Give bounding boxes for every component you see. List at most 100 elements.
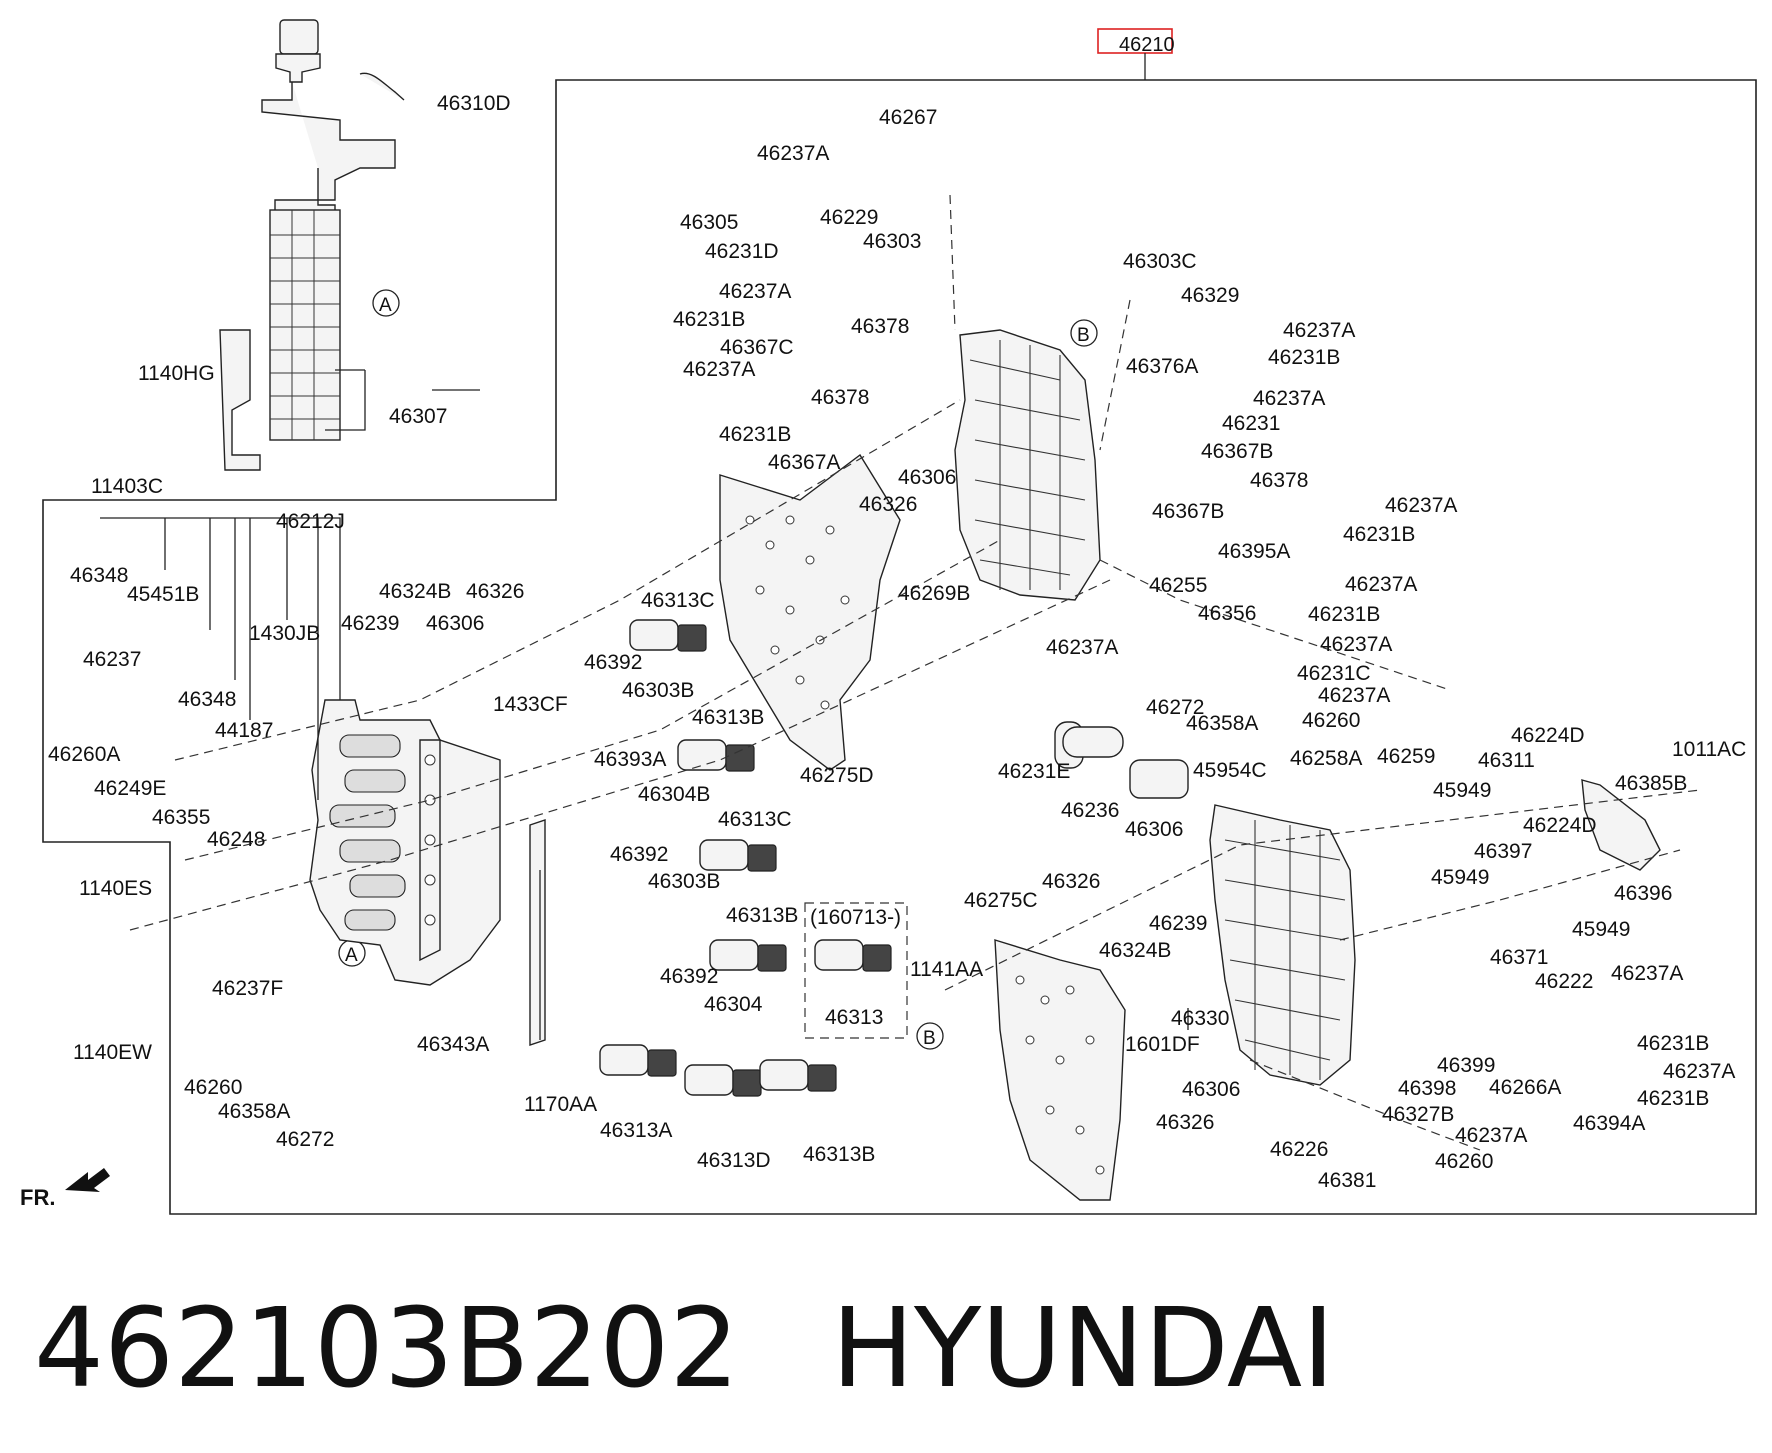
part-label[interactable]: 46226 xyxy=(1270,1138,1328,1161)
callout-b-bottom[interactable]: B xyxy=(916,1022,944,1050)
part-label[interactable]: 46231B xyxy=(719,423,791,446)
part-label[interactable]: 46396 xyxy=(1614,882,1672,905)
part-label[interactable]: 46313A xyxy=(600,1119,672,1142)
part-label[interactable]: 1601DF xyxy=(1125,1033,1200,1056)
part-label[interactable]: 46348 xyxy=(178,688,236,711)
part-label[interactable]: 46260 xyxy=(1302,709,1360,732)
part-label[interactable]: 1140EW xyxy=(73,1041,152,1064)
part-label[interactable]: 46267 xyxy=(879,106,937,129)
part-label[interactable]: 46260 xyxy=(1435,1150,1493,1173)
part-label[interactable]: 46324B xyxy=(379,580,451,603)
part-label[interactable]: 46367C xyxy=(720,336,794,359)
part-label[interactable]: 46237A xyxy=(757,142,829,165)
part-label[interactable]: 46376A xyxy=(1126,355,1198,378)
part-label[interactable]: 46237A xyxy=(1320,633,1392,656)
part-label[interactable]: 46237 xyxy=(83,648,141,671)
part-label[interactable]: 46260 xyxy=(184,1076,242,1099)
part-label[interactable]: 46237A xyxy=(719,280,791,303)
part-label[interactable]: 46272 xyxy=(276,1128,334,1151)
assembly-reference[interactable]: 46210 xyxy=(1097,28,1175,56)
callout-a-top[interactable]: A xyxy=(372,289,400,317)
part-label[interactable]: 46343A xyxy=(417,1033,489,1056)
callout-a-bottom[interactable]: A xyxy=(338,939,366,967)
part-label[interactable]: 46307 xyxy=(389,405,447,428)
part-label[interactable]: 46330 xyxy=(1171,1007,1229,1030)
part-label[interactable]: 46303B xyxy=(622,679,694,702)
part-label[interactable]: 46272 xyxy=(1146,696,1204,719)
part-label[interactable]: 46399 xyxy=(1437,1054,1495,1077)
part-label[interactable]: 46326 xyxy=(859,493,917,516)
part-label[interactable]: 46237A xyxy=(1611,962,1683,985)
part-label[interactable]: 46393A xyxy=(594,748,666,771)
part-label[interactable]: 45949 xyxy=(1572,918,1630,941)
part-label[interactable]: 46397 xyxy=(1474,840,1532,863)
part-label[interactable]: 46398 xyxy=(1398,1077,1456,1100)
part-label[interactable]: 46355 xyxy=(152,806,210,829)
part-label[interactable]: 46305 xyxy=(680,211,738,234)
part-label[interactable]: 46367A xyxy=(768,451,840,474)
part-label[interactable]: 45954C xyxy=(1193,759,1267,782)
part-label[interactable]: 46237A xyxy=(1318,684,1390,707)
part-label[interactable]: 46326 xyxy=(1042,870,1100,893)
part-label[interactable]: 46395A xyxy=(1218,540,1290,563)
part-label[interactable]: 46324B xyxy=(1099,939,1171,962)
part-label[interactable]: 46304 xyxy=(704,993,763,1016)
part-label[interactable]: 46231D xyxy=(705,240,779,263)
part-label[interactable]: 46229 xyxy=(820,206,878,229)
part-label[interactable]: 46392 xyxy=(660,965,718,988)
part-label[interactable]: 46266A xyxy=(1489,1076,1561,1099)
part-label[interactable]: 11403C xyxy=(91,475,163,498)
part-label[interactable]: 46260A xyxy=(48,743,120,766)
part-label[interactable]: 46303 xyxy=(863,230,921,253)
part-label[interactable]: 46231B xyxy=(1308,603,1380,626)
part-label[interactable]: 46237A xyxy=(1345,573,1417,596)
part-label[interactable]: 46348 xyxy=(70,564,128,587)
part-label[interactable]: 45949 xyxy=(1433,779,1491,802)
part-label[interactable]: 46313 xyxy=(825,1006,883,1029)
part-label[interactable]: 45949 xyxy=(1431,866,1489,889)
part-label[interactable]: 46371 xyxy=(1490,946,1548,969)
part-label[interactable]: 46275C xyxy=(964,889,1038,912)
part-label[interactable]: 46306 xyxy=(898,466,956,489)
part-label[interactable]: 46258A xyxy=(1290,747,1362,770)
part-label[interactable]: 46237A xyxy=(1253,387,1325,410)
part-label[interactable]: 1140HG xyxy=(138,362,215,385)
part-label[interactable]: 46313B xyxy=(726,904,798,927)
part-label[interactable]: 46237A xyxy=(1455,1124,1527,1147)
part-label[interactable]: 1140ES xyxy=(79,877,152,900)
part-label[interactable]: 46306 xyxy=(1182,1078,1240,1101)
part-label[interactable]: 46367B xyxy=(1201,440,1273,463)
part-label[interactable]: 46239 xyxy=(341,612,399,635)
part-label[interactable]: 46237A xyxy=(1283,319,1355,342)
part-label[interactable]: 46237A xyxy=(1385,494,1457,517)
part-label[interactable]: 1011AC xyxy=(1672,738,1746,761)
part-label[interactable]: 46237A xyxy=(1663,1060,1735,1083)
part-label[interactable]: 46326 xyxy=(1156,1111,1214,1134)
part-label[interactable]: 46224D xyxy=(1511,724,1585,747)
part-label[interactable]: 46275D xyxy=(800,764,874,787)
part-label[interactable]: 46313B xyxy=(692,706,764,729)
part-label[interactable]: 46329 xyxy=(1181,284,1239,307)
part-label[interactable]: 1433CF xyxy=(493,693,568,716)
part-label[interactable]: 46392 xyxy=(584,651,642,674)
part-label[interactable]: 46231B xyxy=(1343,523,1415,546)
part-label[interactable]: 46237F xyxy=(212,977,283,1000)
part-label[interactable]: 46313D xyxy=(697,1149,771,1172)
part-label[interactable]: 46304B xyxy=(638,783,710,806)
callout-b-top[interactable]: B xyxy=(1070,319,1098,347)
part-label[interactable]: 46255 xyxy=(1149,574,1207,597)
part-label[interactable]: 46327B xyxy=(1382,1103,1454,1126)
part-label[interactable]: 46326 xyxy=(466,580,524,603)
part-label[interactable]: 46212J xyxy=(276,510,345,533)
part-label[interactable]: 46231B xyxy=(1637,1032,1709,1055)
part-label[interactable]: 46237A xyxy=(1046,636,1118,659)
part-label[interactable]: 46378 xyxy=(851,315,909,338)
part-label[interactable]: 46313C xyxy=(641,589,715,612)
part-label[interactable]: 46236 xyxy=(1061,799,1119,822)
part-label[interactable]: 46381 xyxy=(1318,1169,1376,1192)
part-label[interactable]: 1430JB xyxy=(249,622,320,645)
part-label[interactable]: 46231C xyxy=(1297,662,1371,685)
part-label[interactable]: 46306 xyxy=(1125,818,1183,841)
part-label[interactable]: 46231B xyxy=(1637,1087,1709,1110)
part-label[interactable]: 46303C xyxy=(1123,250,1197,273)
